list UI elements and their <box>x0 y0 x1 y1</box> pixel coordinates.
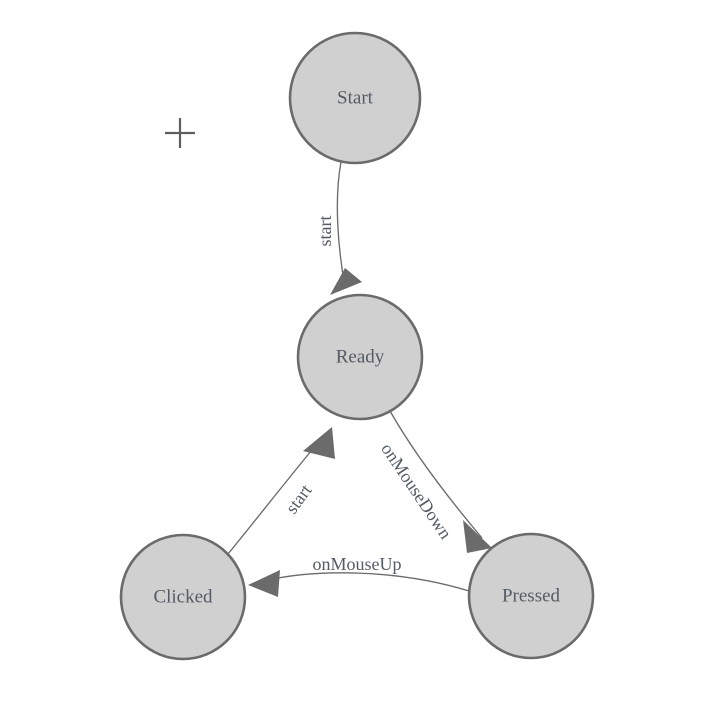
crosshair-icon[interactable] <box>165 118 195 148</box>
node-shape <box>467 532 595 660</box>
edge-clicked-to-ready[interactable]: start <box>227 427 335 555</box>
node-clicked[interactable]: Clicked <box>119 533 247 661</box>
edge-line <box>389 410 483 539</box>
node-shape <box>288 31 422 165</box>
arrowhead-icon <box>330 268 362 295</box>
arrowhead-icon <box>303 427 335 459</box>
edge-label: onMouseUp <box>313 554 402 574</box>
edge-start-to-ready[interactable]: start <box>315 161 362 295</box>
arrowhead-icon <box>463 520 492 553</box>
node-shape <box>296 293 424 421</box>
node-start[interactable]: Start <box>288 31 422 165</box>
edge-line <box>336 161 346 288</box>
node-ready[interactable]: Ready <box>296 293 424 421</box>
edge-label: start <box>315 216 335 247</box>
node-shape <box>119 533 247 661</box>
node-pressed[interactable]: Pressed <box>467 532 595 660</box>
edge-pressed-to-clicked[interactable]: onMouseUp <box>248 554 470 597</box>
node-label: Start <box>337 87 374 108</box>
edge-ready-to-pressed[interactable]: onMouseDown <box>377 410 492 553</box>
arrowhead-icon <box>248 570 280 597</box>
node-label: Ready <box>336 346 385 367</box>
edge-label: start <box>281 480 315 517</box>
edge-line <box>262 572 470 592</box>
node-label: Clicked <box>153 586 213 607</box>
node-label: Pressed <box>502 585 561 606</box>
